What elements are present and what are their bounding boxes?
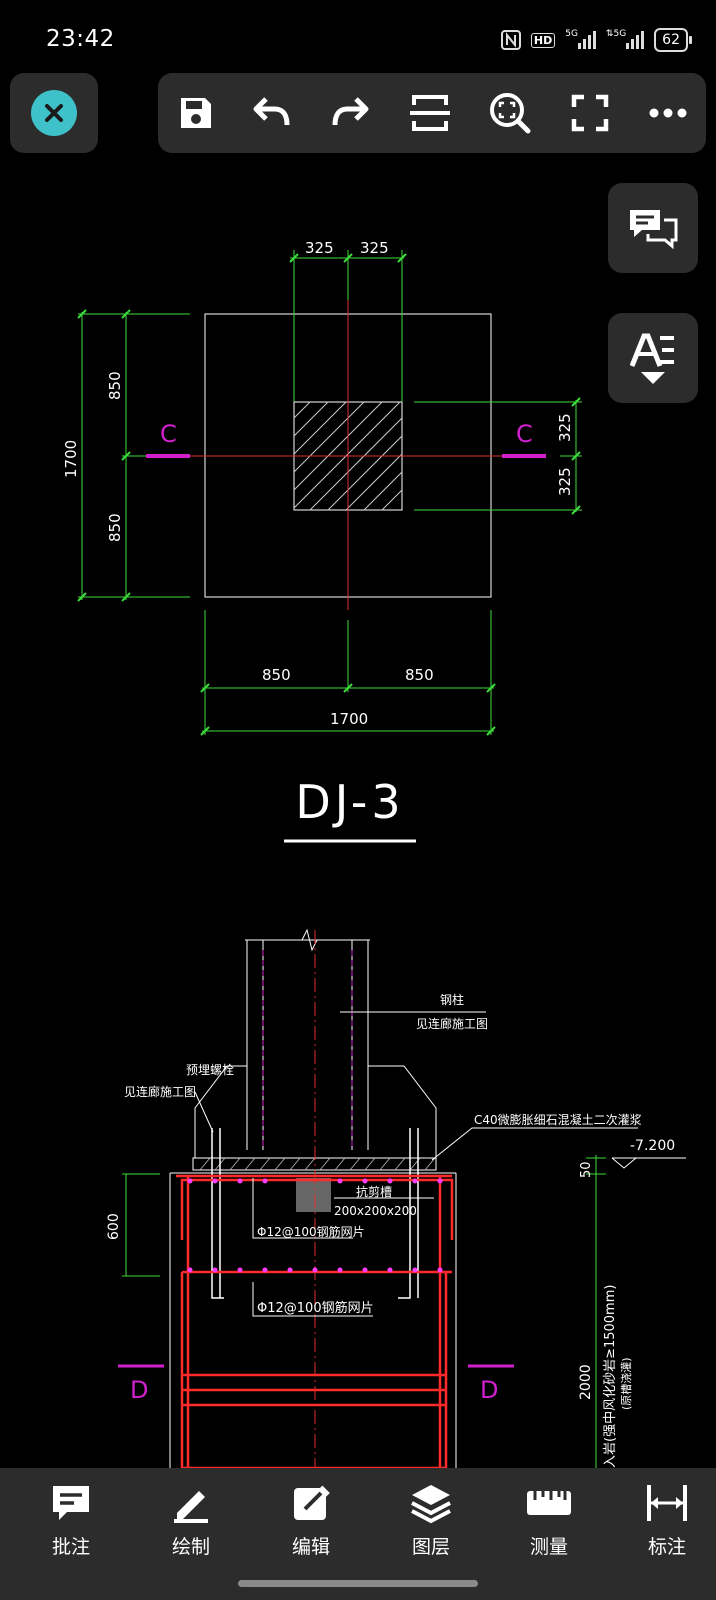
drawing-canvas[interactable]: 325 325 850 850 1700 325 325 850 850 170… bbox=[0, 160, 716, 1468]
comments-icon bbox=[630, 210, 678, 250]
tab-layers[interactable]: 图层 bbox=[386, 1482, 476, 1559]
scan-button[interactable] bbox=[406, 89, 454, 137]
dim-1700-bottom: 1700 bbox=[330, 710, 368, 728]
annotation-icon bbox=[53, 1486, 89, 1520]
tab-edit-label: 编辑 bbox=[291, 1536, 330, 1558]
save-button[interactable] bbox=[172, 89, 220, 137]
shear-key-label-1: 抗剪槽 bbox=[356, 1184, 392, 1199]
layers-icon bbox=[411, 1485, 451, 1524]
tab-draw[interactable]: 绘制 bbox=[146, 1482, 236, 1559]
dim-850-bottom-right: 850 bbox=[405, 666, 434, 684]
undo-icon bbox=[253, 97, 290, 126]
mesh-label-1: Φ12@100钢筋网片 bbox=[257, 1224, 365, 1239]
tab-annotation-label: 批注 bbox=[51, 1536, 90, 1558]
comments-button[interactable] bbox=[608, 183, 698, 273]
shear-key bbox=[296, 1178, 331, 1212]
bearing-note-1: 入岩(强中风化砂岩≥1500mm) bbox=[603, 1285, 618, 1468]
close-button[interactable] bbox=[31, 90, 77, 136]
steel-column-label-2: 见连廊施工图 bbox=[416, 1016, 488, 1031]
leader-lines bbox=[194, 1011, 686, 1317]
zoom-icon bbox=[490, 93, 531, 134]
measure-icon bbox=[527, 1491, 571, 1515]
close-icon bbox=[45, 104, 63, 122]
grout-layer bbox=[199, 1157, 436, 1171]
dim-600: 600 bbox=[106, 1213, 122, 1240]
nfc-icon bbox=[500, 30, 521, 50]
section-label-d-left: D bbox=[130, 1376, 148, 1404]
dim-850-top: 850 bbox=[106, 371, 124, 400]
fullscreen-button[interactable] bbox=[566, 89, 614, 137]
dim-850-bottom: 850 bbox=[106, 513, 124, 542]
anchor-label-2: 见连廊施工图 bbox=[124, 1084, 196, 1099]
close-panel bbox=[10, 73, 98, 153]
rebar-dots bbox=[187, 1178, 443, 1273]
dim-850-bottom-left: 850 bbox=[262, 666, 291, 684]
tab-dimension-label: 标注 bbox=[647, 1536, 686, 1558]
zoom-button[interactable] bbox=[486, 89, 534, 137]
section-label-c-right: C bbox=[516, 420, 533, 448]
undo-button[interactable] bbox=[248, 89, 296, 137]
tab-layers-label: 图层 bbox=[411, 1536, 450, 1558]
status-icons: HD 5G ⇅5G 62 bbox=[500, 28, 692, 52]
tab-edit[interactable]: 编辑 bbox=[266, 1482, 356, 1559]
bottom-toolbar: 批注 绘制 编辑 图层 测量 标注 bbox=[0, 1468, 716, 1600]
anchor-label-1: 预埋螺栓 bbox=[186, 1062, 234, 1077]
battery-indicator: 62 bbox=[654, 28, 692, 52]
redo-button[interactable] bbox=[326, 89, 374, 137]
tab-measure-label: 测量 bbox=[529, 1536, 568, 1558]
more-icon bbox=[649, 108, 687, 118]
redo-icon bbox=[332, 97, 369, 126]
rebar-cage bbox=[176, 1174, 454, 1468]
anchor-bolts bbox=[211, 1128, 419, 1299]
dim-50: 50 bbox=[579, 1161, 594, 1178]
text-style-icon bbox=[630, 333, 674, 367]
center-lines bbox=[190, 300, 505, 610]
section-label-d-right: D bbox=[480, 1376, 498, 1404]
hidden-lines bbox=[262, 950, 353, 1150]
top-toolbar bbox=[158, 73, 706, 153]
bearing-note-2: (原槽浇灌) bbox=[620, 1357, 633, 1410]
tab-annotation[interactable]: 批注 bbox=[26, 1482, 116, 1559]
dim-325-right-b: 325 bbox=[556, 467, 574, 496]
dim-2000: 2000 bbox=[578, 1364, 594, 1400]
text-style-button[interactable] bbox=[608, 313, 698, 403]
tab-measure[interactable]: 测量 bbox=[504, 1482, 594, 1559]
shear-key-label-2: 200x200x200 bbox=[334, 1204, 417, 1218]
fullscreen-icon bbox=[571, 94, 609, 132]
signal-icon-2: ⇅5G bbox=[606, 29, 645, 49]
edit-icon bbox=[294, 1485, 330, 1520]
dim-325-b: 325 bbox=[360, 239, 389, 257]
drawing-title: DJ-3 bbox=[295, 775, 404, 829]
section-label-c-left: C bbox=[160, 420, 177, 448]
cad-drawing: 325 325 850 850 1700 325 325 850 850 170… bbox=[62, 239, 686, 1468]
elevation-label: -7.200 bbox=[630, 1138, 675, 1154]
dim-1700-left: 1700 bbox=[62, 440, 80, 478]
chevron-down-icon bbox=[641, 372, 665, 384]
tab-draw-label: 绘制 bbox=[171, 1536, 210, 1558]
status-bar: 23:42 HD 5G ⇅5G 62 bbox=[0, 0, 716, 64]
dimension-icon bbox=[647, 1485, 687, 1521]
dim-325-a: 325 bbox=[305, 239, 334, 257]
grout-label: C40微膨胀细石混凝土二次灌浆 bbox=[474, 1112, 642, 1127]
dimension-lines bbox=[78, 250, 582, 735]
signal-icon-1: 5G bbox=[565, 29, 596, 49]
dimension-ticks bbox=[77, 253, 581, 736]
steel-column-label-1: 钢柱 bbox=[440, 992, 464, 1007]
save-icon bbox=[181, 98, 211, 128]
section-dimension-lines bbox=[122, 1155, 606, 1468]
more-button[interactable] bbox=[644, 89, 692, 137]
tab-dimension[interactable]: 标注 bbox=[622, 1482, 712, 1559]
home-indicator[interactable] bbox=[238, 1580, 478, 1587]
draw-icon bbox=[174, 1491, 208, 1523]
mesh-label-2: Φ12@100钢筋网片 bbox=[257, 1300, 374, 1316]
hd-icon: HD bbox=[530, 32, 556, 48]
column-hatch bbox=[293, 401, 403, 511]
status-time: 23:42 bbox=[46, 26, 115, 52]
scan-icon bbox=[410, 95, 450, 131]
dim-325-right-a: 325 bbox=[556, 413, 574, 442]
